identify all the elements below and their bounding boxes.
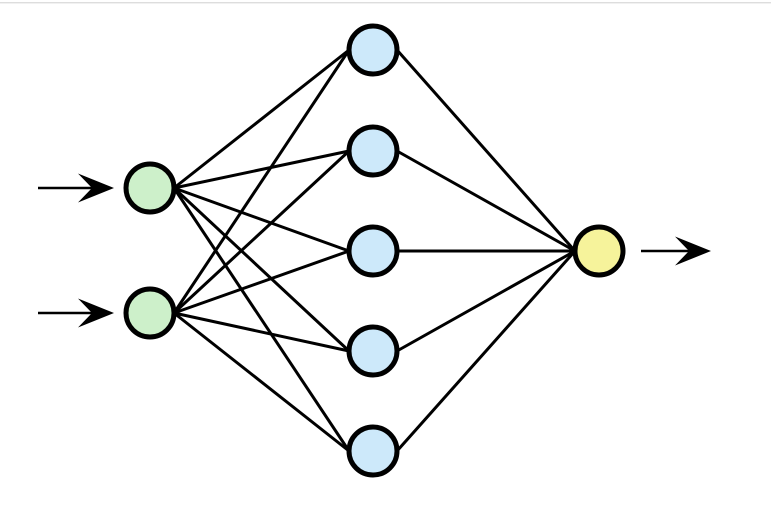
nodes-layer <box>123 23 626 478</box>
input-node-input-2 <box>123 286 177 340</box>
edge-input-2-hidden-4 <box>173 311 350 353</box>
input-arrow-2-head <box>78 298 114 328</box>
hidden-node-hidden-5 <box>346 424 400 478</box>
edge-hidden-1-output-1 <box>395 49 577 252</box>
edge-hidden-5-output-1 <box>395 250 577 452</box>
top-border-line <box>0 2 771 4</box>
edge-input-1-hidden-5 <box>172 187 351 452</box>
edge-input-1-hidden-4 <box>172 186 351 353</box>
hidden-node-hidden-3 <box>346 224 400 278</box>
edge-input-1-hidden-1 <box>173 48 350 190</box>
output-arrow-head <box>675 236 711 266</box>
edge-input-1-hidden-3 <box>173 186 350 253</box>
edge-input-2-hidden-1 <box>172 49 351 314</box>
edge-hidden-4-output-1 <box>396 249 576 353</box>
edge-hidden-2-output-1 <box>396 149 576 253</box>
input-arrow-1-head <box>78 173 114 203</box>
edge-input-2-hidden-5 <box>173 311 350 453</box>
edge-input-2-hidden-3 <box>173 249 350 315</box>
hidden-node-hidden-4 <box>346 324 400 378</box>
edge-input-1-hidden-2 <box>173 149 350 190</box>
input-node-input-1 <box>123 161 177 215</box>
edges-layer <box>172 48 577 453</box>
edge-input-2-hidden-2 <box>172 149 351 315</box>
hidden-node-hidden-1 <box>346 23 400 77</box>
hidden-node-hidden-2 <box>346 124 400 178</box>
output-node-output-1 <box>572 224 626 278</box>
arrows-layer <box>38 173 711 328</box>
